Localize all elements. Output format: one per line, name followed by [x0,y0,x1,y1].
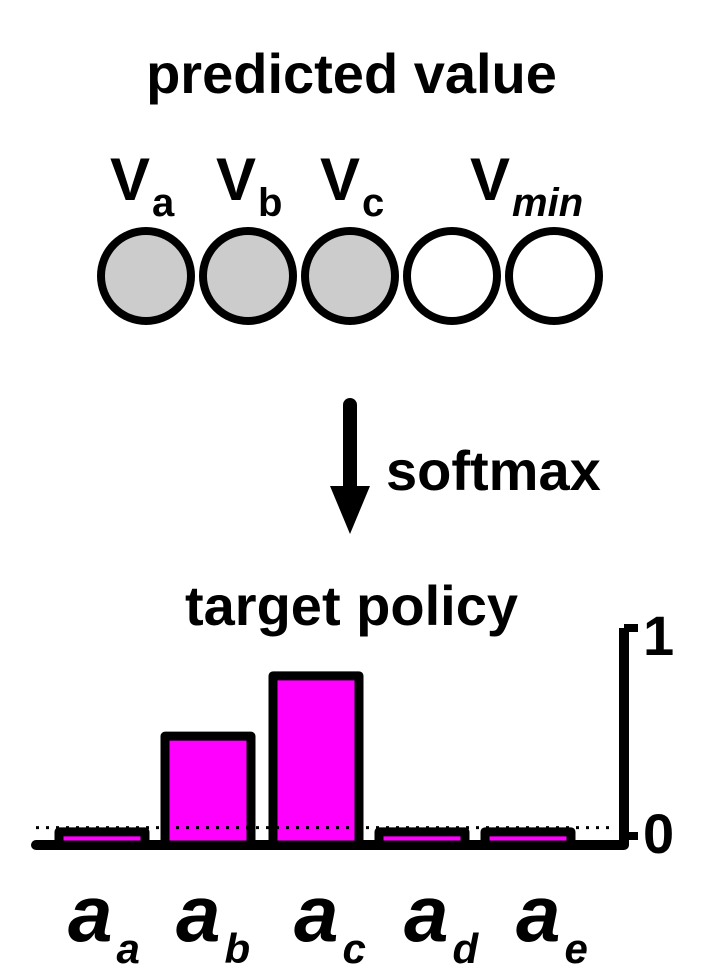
arrow-label-softmax: softmax [386,439,601,502]
value-node-2 [199,227,297,325]
title-target-policy: target policy [185,574,518,637]
y-tick-label-0: 0 [643,802,675,865]
softmax-arrow [330,398,370,534]
title-predicted-value: predicted value [146,42,557,105]
bar-a-d [374,827,470,850]
x-label-a-b: ab [176,869,251,972]
value-node-1 [97,227,195,325]
y-tick-label-1: 1 [643,604,675,667]
arrow-head [330,486,370,534]
x-label-a-a: aa [68,869,140,972]
value-label-b: Vb [216,146,283,225]
value-node-4 [403,227,501,325]
bar-a-c [268,671,364,850]
value-node-5 [505,227,603,325]
value-nodes [97,227,603,325]
x-label-a-d: ad [404,869,479,972]
bar-a-a [54,827,150,850]
value-node-3 [301,227,399,325]
value-label-a: Va [110,146,175,225]
value-label-min: Vmin [470,146,584,225]
value-label-c: Vc [320,146,385,225]
policy-bar-chart [31,624,638,850]
x-label-a-c: ac [294,869,366,972]
x-label-a-e: ae [516,869,588,972]
bar-a-e [480,827,576,850]
